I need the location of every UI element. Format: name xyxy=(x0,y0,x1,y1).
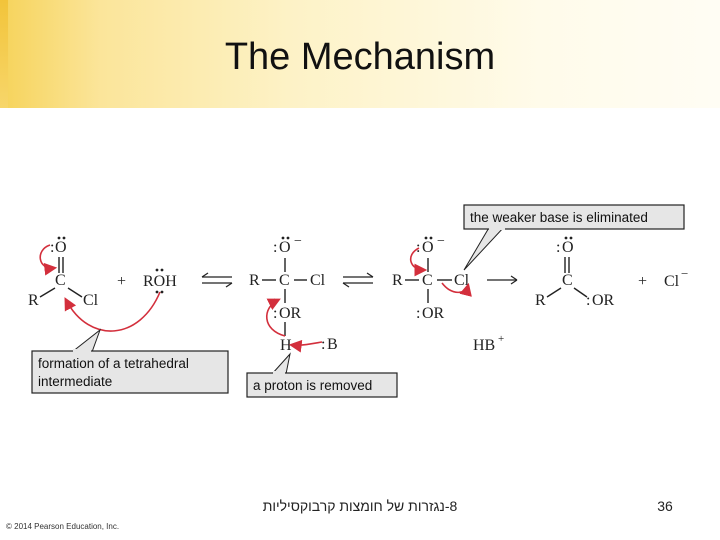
callout-tetrahedral-line1: formation of a tetrahedral xyxy=(38,356,189,371)
callout-eliminated: the weaker base is eliminated xyxy=(463,204,685,271)
lone-pair: : xyxy=(273,305,277,322)
alcohol-text: ROH xyxy=(143,273,177,290)
neutral-intermediate: : O − R C Cl : OR xyxy=(392,234,472,322)
oxyanion: O xyxy=(279,239,291,256)
chloride-charge: − xyxy=(681,266,688,281)
central-carbon: C xyxy=(422,272,433,289)
forward-arrow xyxy=(487,275,518,285)
chlorine: Cl xyxy=(83,292,99,309)
slide-title: The Mechanism xyxy=(224,36,496,78)
oxyanion: O xyxy=(422,239,434,256)
r-group: R xyxy=(249,272,260,289)
proton: H xyxy=(280,337,292,354)
chloride-text: Cl xyxy=(664,273,680,290)
equilibrium-arrow-1 xyxy=(201,272,233,288)
lone-pair: : xyxy=(50,239,54,256)
r-group: R xyxy=(392,272,403,289)
ester-product: : O C R : OR xyxy=(535,236,615,309)
base: B xyxy=(327,336,338,353)
lone-pair: : xyxy=(556,239,560,256)
conjugate-acid: HB + xyxy=(473,333,504,354)
callout-tetrahedral: formation of a tetrahedral intermediate xyxy=(31,328,229,394)
carbonyl-oxygen: O xyxy=(562,239,574,256)
oxygen-plus-group: OR xyxy=(279,305,302,322)
carbonyl-carbon: C xyxy=(55,272,66,289)
acyl-chloride: : O C R Cl xyxy=(28,236,99,309)
ether-oxygen: OR xyxy=(422,305,445,322)
carbonyl-carbon: C xyxy=(562,272,573,289)
negative-charge: − xyxy=(294,234,302,249)
callout-eliminated-text: the weaker base is eliminated xyxy=(470,210,648,225)
tetrahedral-intermediate: : O − R C Cl : OR + H : B xyxy=(249,234,338,354)
header-banner xyxy=(0,0,720,108)
r-group: R xyxy=(535,292,546,309)
plus-sign: + xyxy=(638,273,647,290)
carbonyl-oxygen: O xyxy=(55,239,67,256)
chlorine: Cl xyxy=(310,272,326,289)
lone-pair: : xyxy=(273,239,277,256)
chloride-ion: Cl − xyxy=(664,266,688,290)
conjugate-acid-text: HB xyxy=(473,337,495,354)
callout-tetrahedral-line2: intermediate xyxy=(38,374,112,389)
base-lone-pair: : xyxy=(321,336,325,353)
lone-pair: : xyxy=(586,292,590,309)
ester-oxygen: OR xyxy=(592,292,615,309)
conjugate-acid-charge: + xyxy=(498,333,504,345)
nucleophile-attack-arrow xyxy=(64,291,161,332)
r-group: R xyxy=(28,292,39,309)
copyright-notice: © 2014 Pearson Education, Inc. xyxy=(6,522,120,531)
lone-pair: : xyxy=(416,305,420,322)
footer-chapter-title: 8-נגזרות של חומצות קרבוקסיליות xyxy=(262,498,458,514)
alcohol: ROH xyxy=(143,268,177,294)
equilibrium-arrow-2 xyxy=(342,272,374,288)
callout-proton-text: a proton is removed xyxy=(253,378,372,393)
page-number: 36 xyxy=(657,498,673,514)
plus-sign: + xyxy=(117,273,126,290)
negative-charge: − xyxy=(437,234,445,249)
callout-proton: a proton is removed xyxy=(246,352,398,398)
central-carbon: C xyxy=(279,272,290,289)
